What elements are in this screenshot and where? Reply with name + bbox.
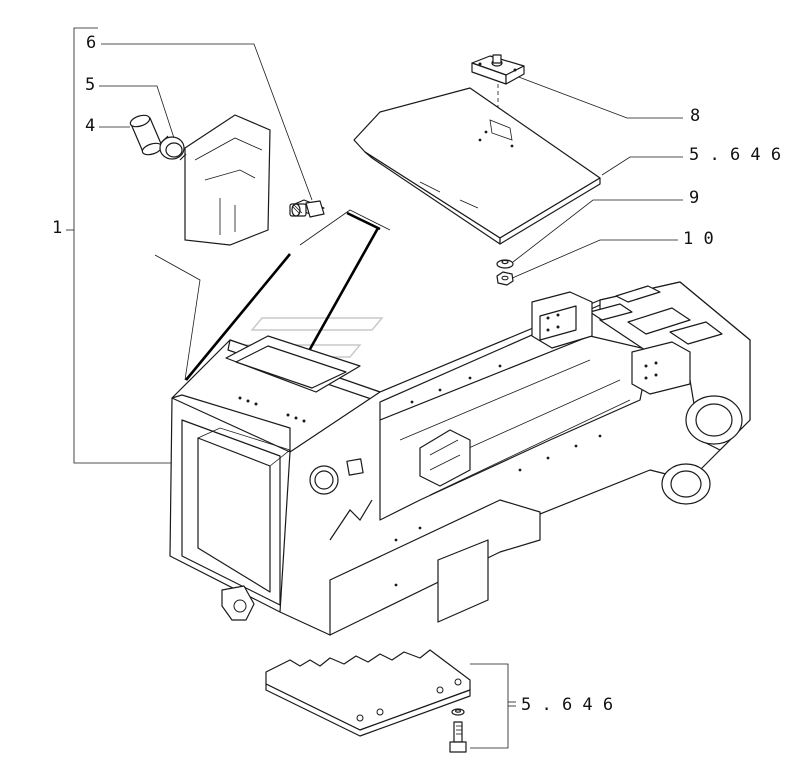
main-frame-icon bbox=[169, 281, 751, 636]
bushing-icon bbox=[129, 114, 163, 156]
washer-icon bbox=[496, 259, 514, 269]
callout-ref-bottom: 5 . 6 4 6 bbox=[521, 695, 614, 715]
cover-plate bbox=[353, 87, 601, 245]
callout-ref-top: 5 . 6 4 6 bbox=[689, 145, 782, 165]
callout-10: 1 0 bbox=[683, 229, 714, 249]
bottom-bracket-lines bbox=[470, 663, 516, 749]
grease-fitting-icon bbox=[289, 199, 325, 218]
ring-icon bbox=[159, 135, 187, 161]
callout-1: 1 bbox=[52, 218, 63, 238]
callout-9: 9 bbox=[689, 188, 700, 208]
bottom-plate bbox=[265, 649, 471, 737]
bolt-icon bbox=[449, 708, 467, 753]
callout-6: 6 bbox=[86, 33, 97, 53]
leader-1 bbox=[66, 27, 176, 464]
bracket-plate-icon bbox=[471, 54, 525, 110]
callout-8: 8 bbox=[690, 106, 701, 126]
callout-5: 5 bbox=[85, 75, 96, 95]
hidden-detail-outline bbox=[154, 114, 391, 381]
leader-lines bbox=[99, 43, 683, 703]
callout-4: 4 bbox=[85, 116, 96, 136]
nut-icon bbox=[496, 271, 514, 286]
